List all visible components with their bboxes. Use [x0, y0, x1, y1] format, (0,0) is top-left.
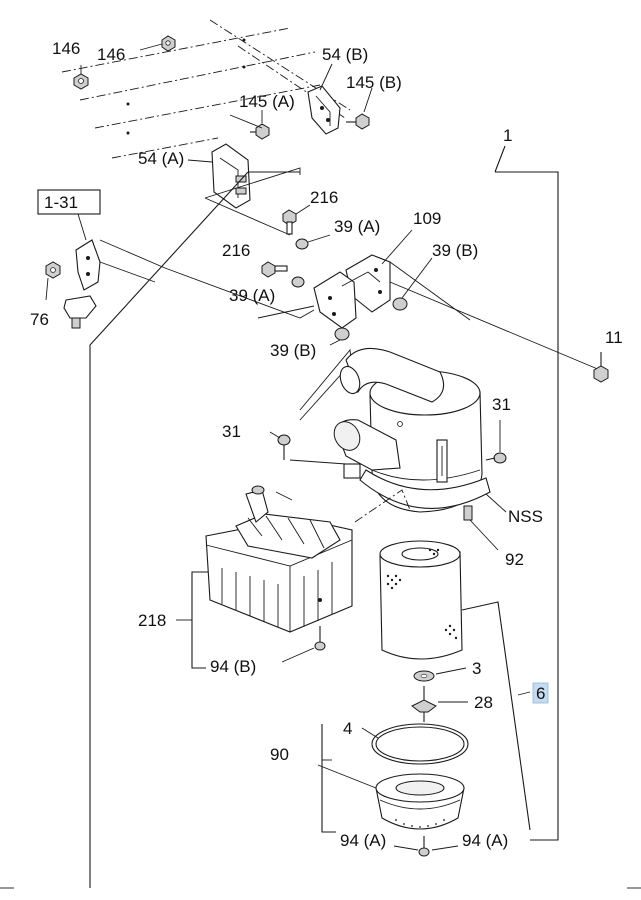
callout-94a-left: 94 (A) [340, 831, 386, 850]
callout-218: 218 [138, 611, 166, 630]
bolt-216-lower [261, 261, 288, 278]
bushing-39a-upper [295, 238, 309, 250]
callout-6: 6 [536, 684, 545, 703]
callout-92: 92 [505, 550, 524, 569]
callout-1: 1 [503, 126, 512, 145]
callout-39b-lower: 39 (B) [270, 341, 316, 360]
wing-nut-28 [411, 686, 437, 722]
bushing-39b-upper [392, 297, 408, 311]
callout-39b-upper: 39 (B) [432, 241, 478, 260]
tray-218 [205, 485, 353, 633]
clip-76 [63, 295, 97, 329]
bolt-216-upper [282, 209, 297, 235]
callout-146-left: 146 [52, 39, 80, 58]
callout-39a-lower: 39 (A) [229, 286, 275, 305]
callout-nss: NSS [508, 507, 543, 526]
bolt-31-left [269, 431, 291, 460]
callout-76: 76 [30, 310, 49, 329]
callout-216-lower: 216 [222, 241, 250, 260]
callout-31-right: 31 [492, 395, 511, 414]
callout-1-31: 1-31 [44, 193, 78, 212]
bolt-31-right [485, 420, 507, 464]
assembly-1-outline [89, 145, 559, 888]
bracket-109 [313, 254, 391, 329]
callout-28: 28 [474, 693, 493, 712]
bracket-1-31 [37, 189, 166, 291]
air-cleaner-housing [333, 347, 491, 513]
callout-146-right: 146 [97, 45, 125, 64]
callout-94b: 94 (B) [210, 657, 256, 676]
nut-146-right [161, 35, 176, 52]
seal-ring-4 [371, 723, 469, 765]
screw-94b [314, 626, 326, 651]
nut-146-left [73, 73, 89, 90]
callout-4: 4 [343, 719, 352, 738]
callout-31-left: 31 [222, 422, 241, 441]
callout-39a-upper: 39 (A) [334, 217, 380, 236]
callout-54b: 54 (B) [322, 45, 368, 64]
callout-3: 3 [472, 659, 481, 678]
callout-109: 109 [413, 209, 441, 228]
frame-rail [61, 19, 351, 159]
highlight-callout-6 [532, 682, 549, 704]
bushing-39b-lower [334, 327, 350, 341]
nut-76 [45, 261, 61, 301]
filter-element [379, 540, 463, 660]
clamp-92 [463, 505, 473, 521]
callout-94a-right: 94 (A) [462, 831, 508, 850]
bushing-39a-lower [291, 276, 305, 288]
callout-11: 11 [605, 328, 623, 347]
dust-cup-90 [375, 773, 465, 830]
callout-90: 90 [270, 745, 289, 764]
callout-145a: 145 (A) [239, 92, 295, 111]
washer-3 [413, 670, 435, 682]
callout-54a: 54 (A) [138, 149, 184, 168]
callout-145b: 145 (B) [346, 73, 402, 92]
screw-94a [418, 836, 430, 857]
bolt-145a [250, 123, 270, 140]
bolt-11 [593, 352, 609, 383]
bracket-54b [307, 85, 341, 135]
callout-216-upper: 216 [310, 188, 338, 207]
bolt-145b [346, 113, 370, 130]
